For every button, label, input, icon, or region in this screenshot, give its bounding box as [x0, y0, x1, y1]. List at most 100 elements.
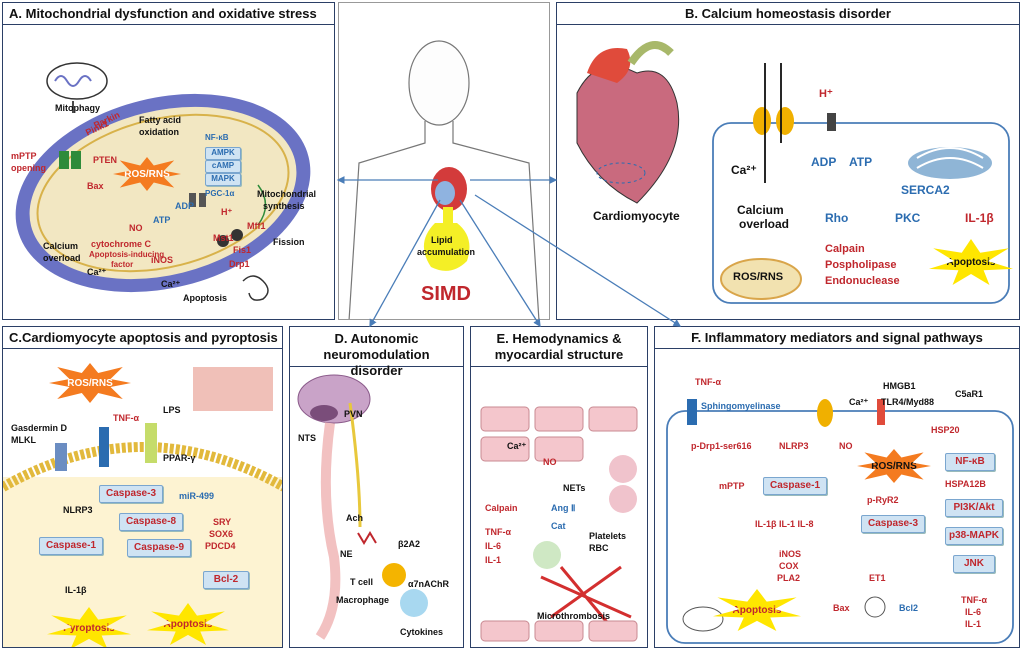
center-body-panel: Lipid accumulation SIMD	[338, 2, 550, 320]
panel-b-calcium: B. Calcium homeostasis disorder H⁺ ADP A…	[556, 2, 1020, 320]
calpain-label-e: Calpain	[485, 503, 518, 513]
phospholipase-label: Pospholipase	[825, 259, 897, 271]
a7nachr-label: α7nAChR	[408, 579, 450, 589]
fis1-label: Fis1	[233, 245, 252, 255]
pryr2-label: p-RyR2	[867, 495, 899, 505]
caspase1-box-c: Caspase-1	[39, 537, 103, 555]
ca-label-b: Ca²⁺	[731, 163, 757, 177]
mapk-box: MAPK	[205, 173, 241, 186]
ppar-label: PPAR-γ	[163, 453, 196, 463]
no-label-f: NO	[839, 441, 853, 451]
p38-box: p38-MAPK	[945, 527, 1003, 545]
bax-label-f: Bax	[833, 603, 850, 613]
aif2-label: factor	[111, 260, 134, 269]
panel-f-title: F. Inflammatory mediators and signal pat…	[655, 327, 1019, 349]
nfkb-label-a: NF-κB	[205, 133, 229, 142]
caspase3-box-c: Caspase-3	[99, 485, 163, 503]
mff1-label: Mff1	[247, 221, 266, 231]
il6-label-f: IL-6	[965, 607, 982, 617]
bax-label: Bax	[87, 181, 104, 191]
il6-label-e: IL-6	[485, 541, 502, 551]
panel-c-apoptosis: C.Cardiomyocyte apoptosis and pyroptosis…	[2, 326, 283, 648]
pdcd4-label: PDCD4	[205, 541, 236, 551]
microthrombosis-label: Microthrombosis	[537, 611, 611, 621]
fatty-label-1: Fatty acid	[139, 115, 182, 125]
cell-signaling-illustration	[666, 399, 1014, 644]
simd-label: SIMD	[421, 283, 471, 305]
tnf-label-e: TNF-α	[485, 527, 512, 537]
inos-label-f: iNOS	[779, 549, 802, 559]
drp1-label: Drp1	[229, 259, 250, 269]
pkc-label: PKC	[895, 211, 921, 225]
caspase3-box-f: Caspase-3	[861, 515, 925, 533]
calpain-label-b: Calpain	[825, 243, 865, 255]
camp-box: cAMP	[205, 160, 241, 173]
calcium-label-a: Calcium	[43, 241, 79, 251]
pdrp1-label: p-Drp1-ser616	[691, 441, 752, 451]
tcell-label: T cell	[350, 577, 374, 587]
cat-label: Cat	[551, 521, 566, 531]
jnk-box: JNK	[953, 555, 995, 573]
sphingo-label: Sphingomyelinase	[701, 401, 781, 411]
lipid-label-1: Lipid	[431, 235, 453, 245]
human-body-illustration	[348, 40, 540, 319]
mito-synth-2: synthesis	[263, 201, 305, 211]
rho-label: Rho	[825, 211, 849, 225]
panel-a-mitochondrial: A. Mitochondrial dysfunction and oxidati…	[2, 2, 335, 320]
mst1-label: Mst1	[213, 233, 234, 243]
h-label-a: H⁺	[221, 207, 233, 217]
panel-a-title: A. Mitochondrial dysfunction and oxidati…	[3, 3, 334, 25]
sry-label: SRY	[213, 517, 232, 527]
il1b-label-c: IL-1β	[65, 585, 87, 595]
cytokines-label: Cytokines	[400, 627, 444, 637]
opening-label: opening	[11, 163, 46, 173]
cytc-label: cytochrome C	[91, 239, 152, 249]
pi3k-box: PI3K/Akt	[945, 499, 1003, 517]
gasdermin-label-1: Gasdermin D	[11, 423, 68, 433]
cox-label: COX	[779, 561, 799, 571]
panel-c-title: C.Cardiomyocyte apoptosis and pyroptosis	[3, 327, 282, 349]
panel-e-title: E. Hemodynamics &myocardial structure	[471, 327, 647, 367]
ca2-label-a: Ca²⁺	[161, 279, 181, 289]
lipid-label-2: accumulation	[417, 247, 476, 257]
ros-burst-f: ROS/RNS	[857, 449, 931, 483]
ca-label-e: Ca²⁺	[507, 441, 527, 451]
tnf-label-c: TNF-α	[113, 413, 140, 423]
panel-e-hemodynamics: E. Hemodynamics &myocardial structure Ca…	[470, 326, 648, 648]
overload-label-b: overload	[739, 217, 790, 231]
membrane-illustration	[3, 367, 282, 647]
mptp-label: mPTP	[11, 151, 37, 161]
pgc-label: PGC-1α	[205, 189, 235, 198]
mptp-label-f: mPTP	[719, 481, 745, 491]
panel-b-title: B. Calcium homeostasis disorder	[557, 3, 1019, 25]
bcl2-label-f: Bcl2	[899, 603, 919, 613]
vessel-illustration	[480, 406, 638, 642]
tnf2-label-f: TNF-α	[961, 595, 988, 605]
ach-label: Ach	[346, 513, 364, 523]
hsp20-label: HSP20	[931, 425, 960, 435]
adp-label-a: ADP	[175, 201, 195, 211]
pvn-label: PVN	[344, 409, 363, 419]
il1-label-f: IL-1	[965, 619, 982, 629]
ros-burst-c: ROS/RNS	[49, 363, 131, 403]
macrophage-label: Macrophage	[336, 595, 390, 605]
tlr4-label: TLR4/Myd88	[881, 397, 935, 407]
ca-label-f: Ca²⁺	[849, 397, 869, 407]
caspase8-box-c: Caspase-8	[119, 513, 183, 531]
adp-label-b: ADP	[811, 155, 837, 169]
ang-label: Ang Ⅱ	[551, 503, 576, 513]
h-label-b: H⁺	[819, 88, 833, 100]
nts-label: NTS	[298, 433, 316, 443]
nfkb-box-f: NF-κB	[945, 453, 995, 471]
ca-label-a: Ca²⁺	[87, 267, 107, 277]
bcl2-box-c: Bcl-2	[203, 571, 249, 589]
caspase1-box-f: Caspase-1	[763, 477, 827, 495]
il1-label-e: IL-1	[485, 555, 502, 565]
sox6-label: SOX6	[209, 529, 234, 539]
cardiomyocyte-label: Cardiomyocyte	[593, 209, 680, 223]
pla2-label: PLA2	[777, 573, 801, 583]
apoptosis-label-a: Apoptosis	[183, 293, 227, 303]
il-label-f: IL-1β IL-1 IL-8	[755, 519, 814, 529]
hmgb1-label: HMGB1	[883, 381, 916, 391]
